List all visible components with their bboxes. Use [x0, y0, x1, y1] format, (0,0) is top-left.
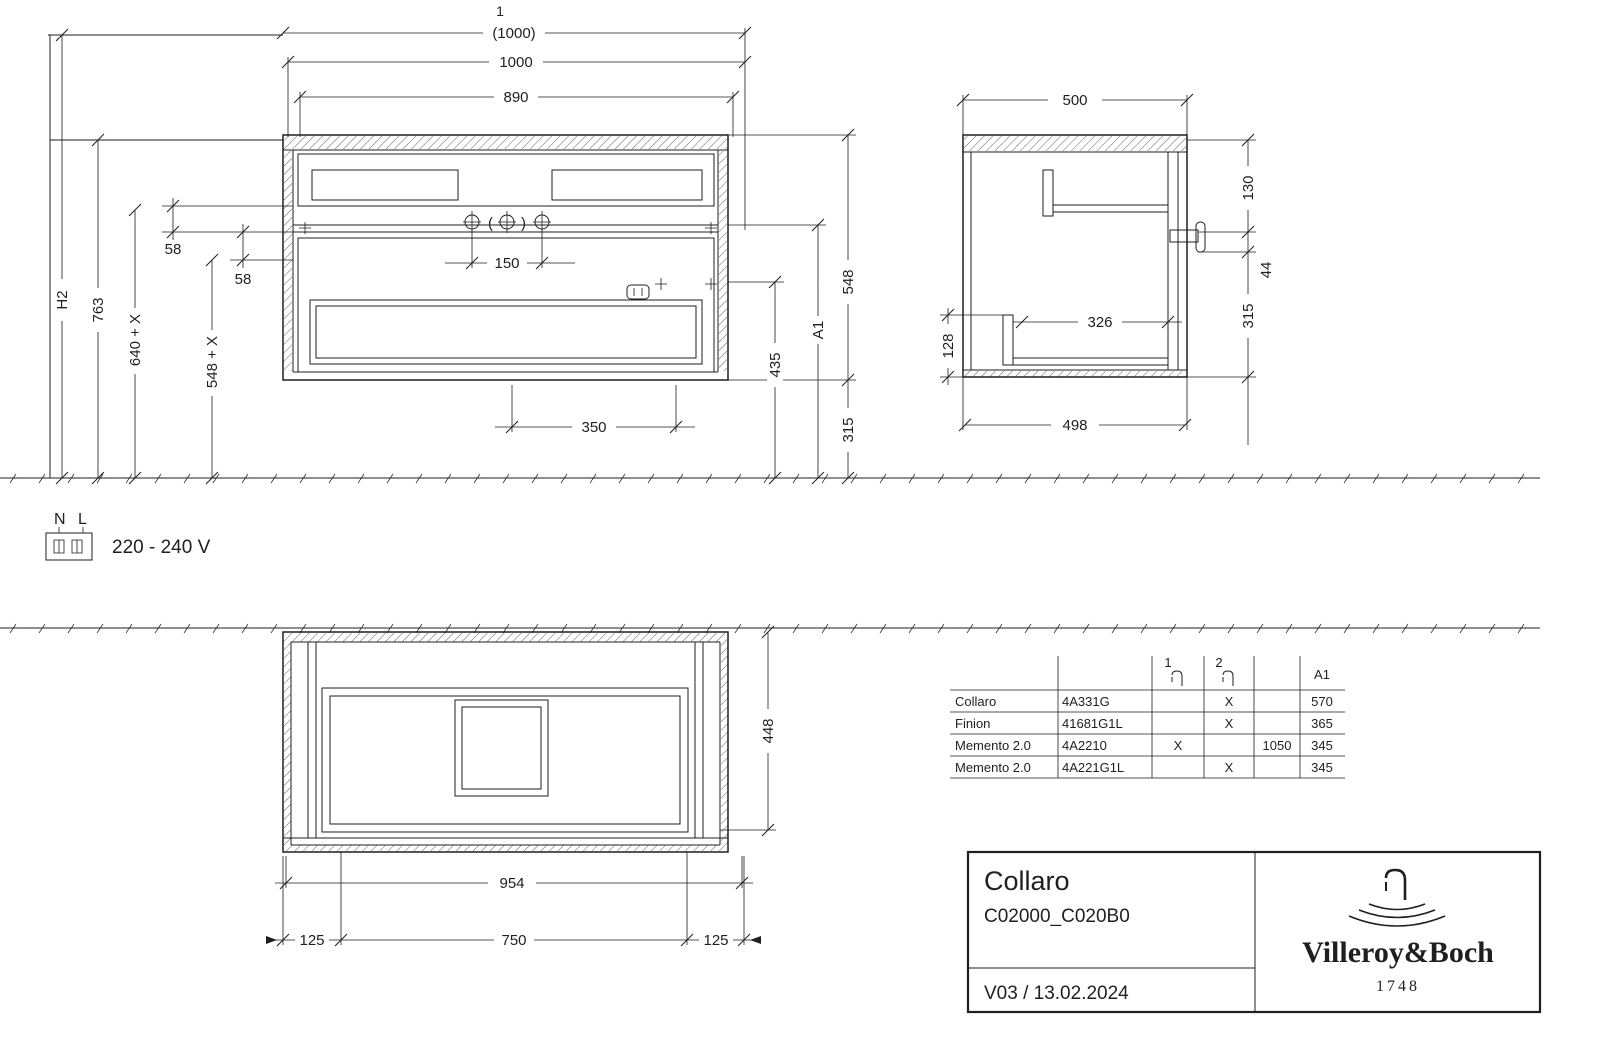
one-tap-hole-icon: 1 — [1164, 655, 1183, 686]
side-view: 500 498 326 128 130 44 315 — [940, 91, 1275, 445]
title-block: Collaro C02000_C020B0 V03 / 13.02.2024 V… — [966, 850, 1542, 1014]
countertop-hatch — [284, 136, 727, 149]
dim-basin-width: 1000 — [499, 54, 532, 71]
optional-hole-paren-left: ( — [488, 215, 493, 232]
voltage-label: 220 - 240 V — [112, 537, 211, 558]
basin-name: Memento 2.0 — [955, 738, 1031, 753]
a1-column-header: A1 — [1314, 667, 1330, 682]
wall-rail-hatch — [284, 633, 727, 642]
bottom-view: 954 125 750 125 448 — [266, 625, 777, 949]
dim-130: 130 — [1240, 175, 1257, 200]
tap-hole-count-1: 1 — [1164, 655, 1171, 670]
dim-A1: A1 — [810, 321, 827, 339]
hole2-mark: X — [1225, 760, 1234, 775]
wall-line — [0, 623, 1540, 634]
side-countertop-hatch — [964, 136, 1186, 151]
floor-line — [0, 473, 1540, 484]
basin-name: Collaro — [955, 694, 996, 709]
dim-448: 448 — [760, 718, 777, 743]
two-tap-hole-icon: 2 — [1215, 655, 1234, 686]
villeroy-boch-logo: Villeroy&Boch 1748 — [1302, 868, 1494, 995]
dim-435: 435 — [767, 352, 784, 377]
dim-548: 548 — [840, 269, 857, 294]
dim-44: 44 — [1258, 262, 1275, 279]
compatibility-table: 1 2 A1 Collaro 4A331G X 570 Finion 41681… — [950, 655, 1345, 779]
brand-wordmark: Villeroy&Boch — [1302, 936, 1494, 969]
a1-value: 365 — [1311, 716, 1333, 731]
product-title: Collaro — [984, 866, 1070, 896]
dim-tap-spacing: 150 — [494, 255, 519, 272]
dim-drawer-326: 326 — [1087, 314, 1112, 331]
dim-548-plus-x: 548 + X — [204, 336, 221, 388]
mounting-cross-marks — [299, 222, 717, 290]
version-date: V03 / 13.02.2024 — [984, 983, 1129, 1004]
power-socket-symbol — [626, 284, 650, 300]
bottom-dimensions: 954 125 750 125 448 — [266, 625, 777, 949]
dim-128: 128 — [940, 333, 957, 358]
dim-640-plus-x: 640 + X — [127, 314, 144, 366]
dim-315-front: 315 — [840, 417, 857, 442]
a1-value: 345 — [1311, 760, 1333, 775]
tap-hole-count-2: 2 — [1215, 655, 1222, 670]
basin-name: Finion — [955, 716, 990, 731]
hole2-mark: X — [1225, 694, 1234, 709]
brand-year: 1748 — [1376, 978, 1420, 995]
optional-hole-paren-right: ) — [521, 215, 526, 232]
basin-name: Memento 2.0 — [955, 760, 1031, 775]
table-row: Memento 2.0 4A2210 X 1050 345 — [955, 738, 1333, 753]
dim-763: 763 — [90, 297, 107, 322]
ref-marker-1: 1 — [496, 3, 504, 19]
terminal-l-label: L — [78, 511, 87, 528]
basin-article: 41681G1L — [1062, 716, 1123, 731]
tap-holes: ( ) — [463, 211, 551, 233]
basin-width: 1050 — [1263, 738, 1292, 753]
dim-750: 750 — [501, 932, 526, 949]
article-code: C02000_C020B0 — [984, 906, 1130, 927]
dim-gap-58a: 58 — [165, 241, 182, 258]
dim-125-right: 125 — [703, 932, 728, 949]
dim-954: 954 — [499, 875, 524, 892]
a1-value: 345 — [1311, 738, 1333, 753]
a1-value: 570 — [1311, 694, 1333, 709]
side-dimensions: 500 498 326 128 130 44 315 — [940, 91, 1275, 445]
table-row: Finion 41681G1L X 365 — [955, 716, 1333, 731]
dim-125-left: 125 — [299, 932, 324, 949]
dim-350: 350 — [581, 419, 606, 436]
table-row: Memento 2.0 4A221G1L X 345 — [955, 760, 1333, 775]
hole2-mark: X — [1225, 716, 1234, 731]
dim-gap-58b: 58 — [235, 271, 252, 288]
faucet-icon — [1348, 868, 1446, 927]
front-dimensions: 1 (1000) 1000 890 150 58 58 350 H2 763 6… — [54, 3, 857, 485]
power-connection-symbol — [45, 532, 93, 561]
dim-depth-498: 498 — [1062, 417, 1087, 434]
table-row: Collaro 4A331G X 570 — [955, 694, 1333, 709]
dim-depth-500: 500 — [1062, 92, 1087, 109]
dim-890: 890 — [503, 89, 528, 106]
basin-article: 4A221G1L — [1062, 760, 1124, 775]
hole1-mark: X — [1174, 738, 1183, 753]
dim-315-side: 315 — [1240, 303, 1257, 328]
dim-H2: H2 — [54, 290, 71, 309]
power-info: N L 220 - 240 V — [45, 511, 211, 561]
front-view: ( ) 1 (1000) 1000 890 150 58 58 350 — [48, 3, 857, 485]
dim-overall-width: (1000) — [492, 25, 535, 42]
terminal-n-label: N — [54, 511, 66, 528]
basin-article: 4A331G — [1062, 694, 1110, 709]
basin-article: 4A2210 — [1062, 738, 1107, 753]
